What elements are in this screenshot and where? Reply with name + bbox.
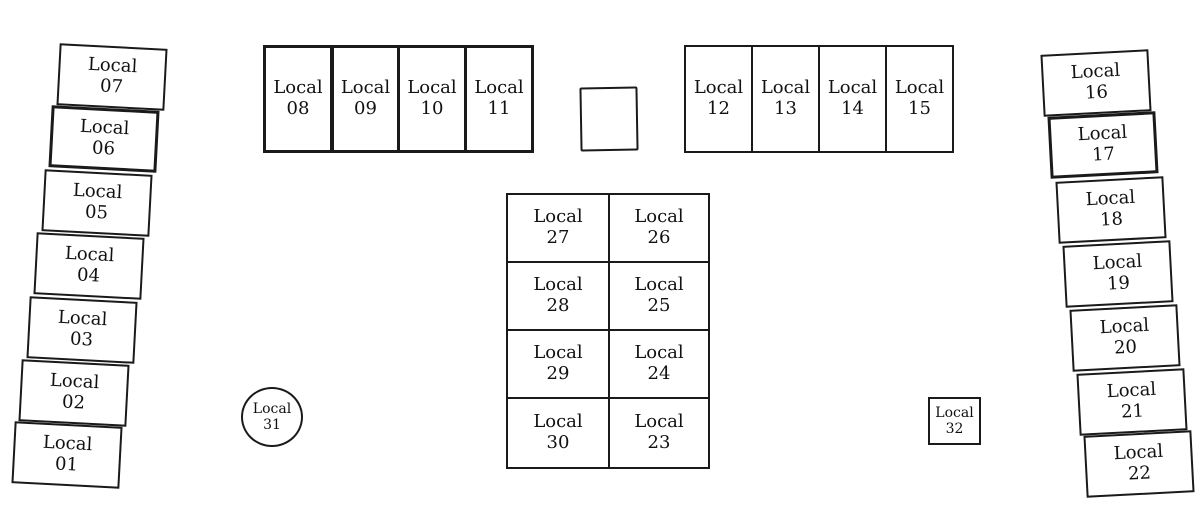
lot-31[interactable]: Local 31	[241, 387, 303, 447]
lot-23[interactable]: Local 23	[608, 397, 710, 469]
lot-label: Local	[1113, 441, 1164, 465]
lot-number: 09	[354, 98, 377, 119]
lot-01[interactable]: Local 01	[11, 421, 123, 489]
lot-label: Local	[42, 432, 93, 456]
lot-27[interactable]: Local 27	[506, 193, 610, 263]
lot-11[interactable]: Local 11	[464, 45, 534, 153]
lot-label: Local	[634, 342, 684, 364]
lot-30[interactable]: Local 30	[506, 397, 610, 469]
lot-number: 03	[69, 328, 94, 351]
lot-03[interactable]: Local 03	[26, 296, 138, 364]
lot-label: Local	[1070, 60, 1121, 84]
lot-label: Local	[64, 243, 115, 267]
lot-number: 30	[546, 432, 570, 453]
empty-square	[579, 86, 639, 152]
lot-number: 29	[546, 363, 570, 384]
lot-number: 20	[1113, 336, 1138, 359]
lot-07[interactable]: Local 07	[56, 43, 168, 111]
lot-14[interactable]: Local 14	[818, 45, 887, 153]
lot-label: Local	[533, 206, 583, 228]
lot-02[interactable]: Local 02	[18, 359, 130, 427]
lot-label: Local	[252, 400, 292, 417]
lot-number: 10	[420, 98, 444, 119]
lot-label: Local	[634, 206, 684, 228]
lot-32[interactable]: Local 32	[928, 397, 981, 445]
lot-number: 01	[54, 453, 79, 476]
lot-17[interactable]: Local 17	[1047, 111, 1159, 179]
lot-28[interactable]: Local 28	[506, 261, 610, 331]
lot-06[interactable]: Local 06	[48, 105, 160, 173]
lot-number: 05	[84, 201, 109, 224]
lot-label: Local	[935, 404, 974, 421]
lot-number: 07	[99, 75, 124, 98]
lot-label: Local	[827, 77, 878, 99]
lot-label: Local	[340, 77, 391, 99]
lot-number: 26	[647, 227, 671, 248]
lot-number: 06	[91, 137, 116, 160]
lot-15[interactable]: Local 15	[885, 45, 954, 153]
lot-number: 18	[1099, 208, 1124, 231]
lot-label: Local	[1106, 379, 1157, 403]
lot-number: 04	[76, 264, 101, 287]
lot-number: 13	[774, 98, 797, 119]
lot-22[interactable]: Local 22	[1083, 430, 1195, 498]
lot-number: 16	[1084, 81, 1109, 104]
lot-number: 14	[841, 98, 864, 119]
lot-number: 12	[707, 98, 730, 119]
lot-label: Local	[72, 180, 123, 204]
lot-label: Local	[693, 77, 744, 99]
lot-number: 24	[647, 363, 671, 384]
lot-number: 15	[908, 98, 931, 119]
lot-number: 27	[546, 227, 570, 248]
lot-label: Local	[1092, 251, 1143, 275]
lot-04[interactable]: Local 04	[33, 232, 145, 300]
lot-label: Local	[87, 54, 138, 78]
lot-label: Local	[1099, 315, 1150, 339]
lot-label: Local	[1077, 122, 1128, 146]
lot-09[interactable]: Local 09	[331, 45, 400, 153]
lot-number: 11	[487, 98, 511, 119]
lot-20[interactable]: Local 20	[1069, 304, 1181, 372]
lot-label: Local	[894, 77, 945, 99]
lot-label: Local	[533, 411, 583, 433]
lot-12[interactable]: Local 12	[684, 45, 753, 153]
lot-18[interactable]: Local 18	[1055, 176, 1167, 244]
lot-13[interactable]: Local 13	[751, 45, 820, 153]
lot-label: Local	[634, 274, 684, 296]
lot-label: Local	[273, 77, 323, 99]
lot-label: Local	[533, 274, 583, 296]
lot-label: Local	[49, 370, 100, 394]
lot-number: 08	[286, 98, 310, 119]
lot-number: 21	[1120, 400, 1145, 423]
lot-label: Local	[407, 77, 457, 99]
lot-19[interactable]: Local 19	[1062, 240, 1174, 308]
lot-number: 25	[647, 295, 671, 316]
lot-25[interactable]: Local 25	[608, 261, 710, 331]
lot-16[interactable]: Local 16	[1040, 49, 1152, 117]
lot-label: Local	[1085, 187, 1136, 211]
lot-26[interactable]: Local 26	[608, 193, 710, 263]
lot-number: 28	[546, 295, 570, 316]
lot-05[interactable]: Local 05	[41, 169, 153, 237]
lot-number: 19	[1106, 272, 1131, 295]
lot-number: 22	[1127, 462, 1152, 485]
lot-21[interactable]: Local 21	[1076, 368, 1188, 436]
lot-label: Local	[634, 411, 684, 433]
lot-number: 23	[647, 432, 671, 453]
lot-08[interactable]: Local 08	[263, 45, 333, 153]
lot-label: Local	[57, 307, 108, 331]
lot-number: 02	[61, 391, 86, 414]
lot-label: Local	[79, 116, 130, 140]
lot-label: Local	[760, 77, 811, 99]
lot-label: Local	[533, 342, 583, 364]
lot-number: 31	[263, 417, 281, 433]
lot-10[interactable]: Local 10	[397, 45, 467, 153]
lot-number: 17	[1091, 143, 1116, 166]
lot-label: Local	[474, 77, 524, 99]
lot-24[interactable]: Local 24	[608, 329, 710, 399]
lot-number: 32	[945, 421, 964, 437]
lot-29[interactable]: Local 29	[506, 329, 610, 399]
